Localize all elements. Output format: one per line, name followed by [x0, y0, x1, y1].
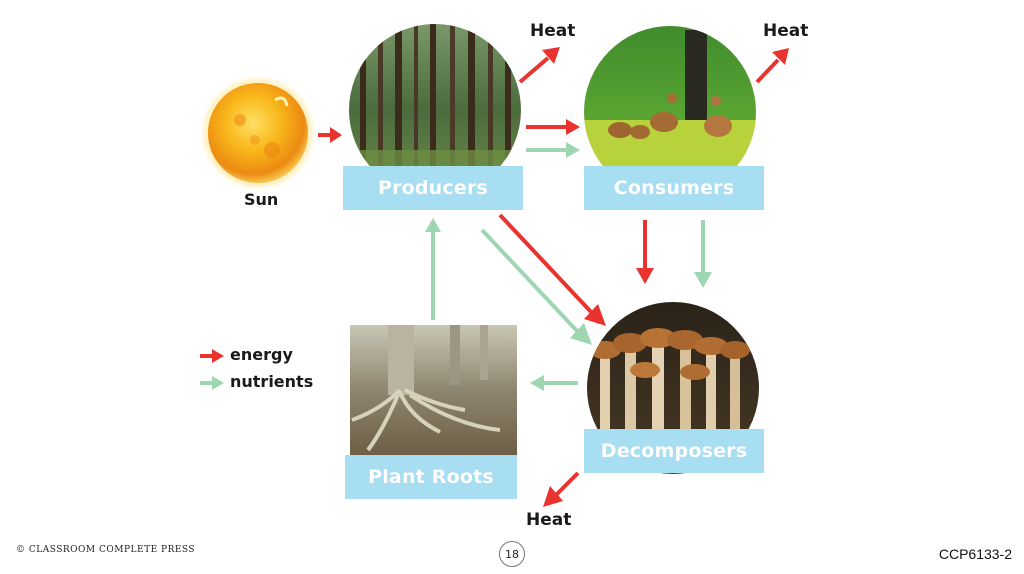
legend-energy-label: energy	[230, 345, 293, 364]
consumers-label: Consumers	[584, 166, 764, 210]
arrow-consumers-to-decomposers-energy	[636, 220, 654, 284]
arrow-consumers-to-decomposers-nutrients	[694, 220, 712, 288]
arrow-producers-to-consumers-nutrients	[526, 142, 580, 158]
producers-label: Producers	[343, 166, 523, 210]
arrow-sun-to-producers	[318, 127, 342, 143]
arrow-producers-to-decomposers-energy	[498, 213, 606, 326]
arrow-producers-heat	[518, 47, 560, 84]
heat-label-consumers: Heat	[763, 21, 809, 41]
nutrient-arrows	[425, 142, 712, 391]
energy-arrows	[318, 47, 789, 507]
sun-image	[200, 75, 316, 191]
arrow-producers-to-consumers-energy	[526, 119, 580, 135]
plant-roots-image	[350, 325, 517, 455]
heat-label-decomposers: Heat	[526, 510, 572, 530]
arrow-producers-to-decomposers-nutrients	[480, 228, 592, 345]
page-number: 18	[499, 541, 525, 567]
arrow-roots-to-producers	[425, 218, 441, 320]
plant-roots-label: Plant Roots	[345, 455, 517, 499]
arrow-consumers-heat	[755, 48, 789, 84]
sun-label: Sun	[244, 190, 279, 209]
legend-energy-arrow	[200, 349, 224, 363]
product-code: CCP6133-2	[938, 546, 1012, 562]
legend-nutrients-label: nutrients	[230, 372, 314, 391]
legend-nutrient-arrow	[200, 376, 224, 390]
heat-label-producers: Heat	[530, 21, 576, 41]
publisher-credit: © CLASSROOM COMPLETE PRESS	[16, 545, 196, 555]
arrow-decomposers-heat	[543, 471, 580, 507]
decomposers-label: Decomposers	[584, 429, 764, 473]
arrow-decomposers-to-roots	[530, 375, 578, 391]
